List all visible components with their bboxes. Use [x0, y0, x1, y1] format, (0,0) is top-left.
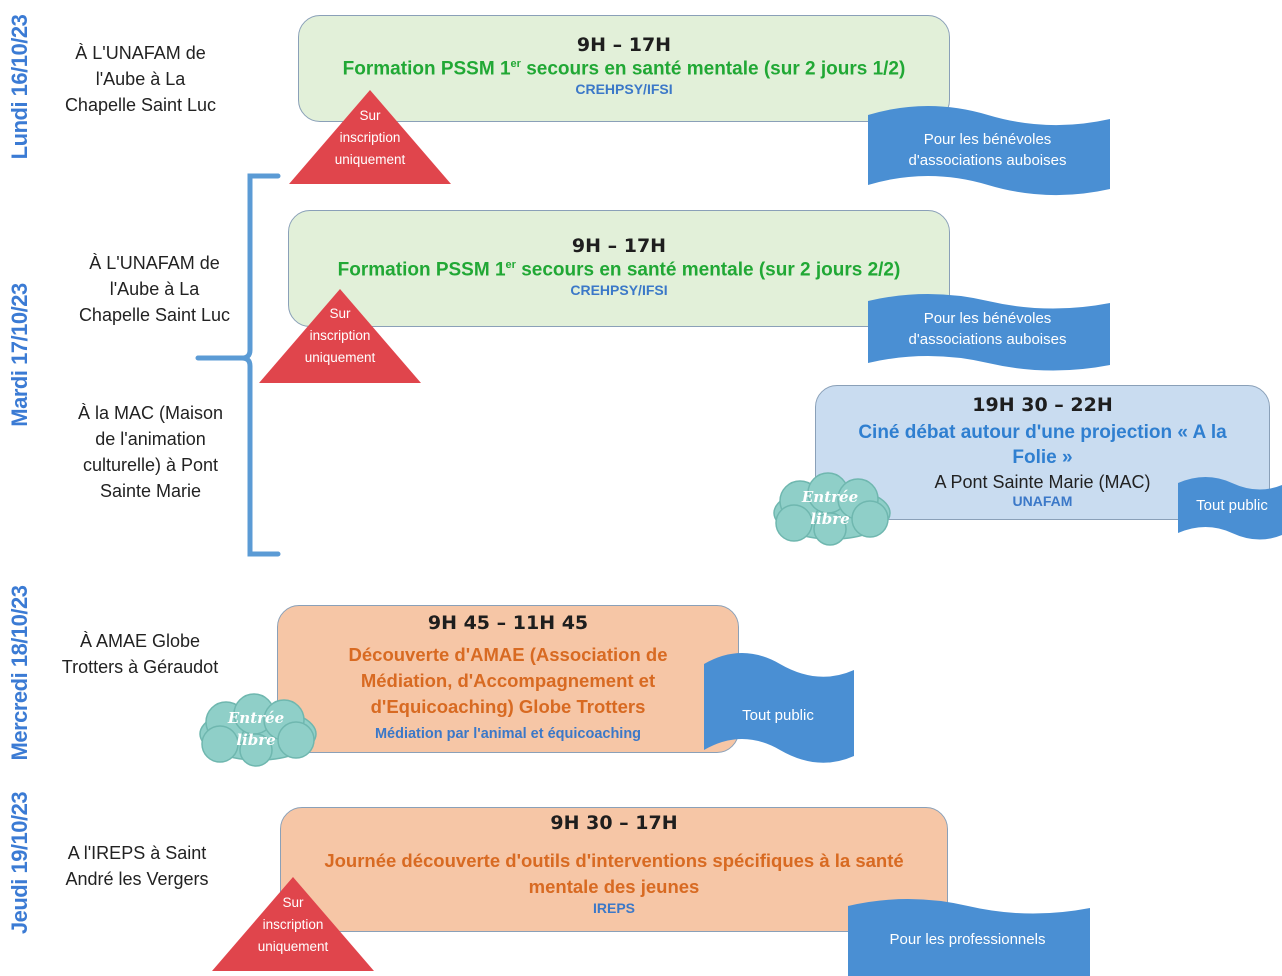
event-card-ireps: 9H 30 – 17H Journée découverte d'outils …	[280, 807, 948, 932]
event-organizer: CREHPSY/IFSI	[575, 81, 673, 98]
audience-volunteers-label: Pour les bénévoles d'associations aubois…	[908, 310, 1067, 348]
event-organizer: UNAFAM	[1012, 493, 1073, 509]
venue-unafam-tuesday: À L'UNAFAM de l'Aube à La Chapelle Saint…	[78, 253, 231, 325]
audience-flag-icon	[848, 899, 1090, 976]
registration-triangle-icon	[212, 877, 374, 971]
registration-badge-label: Sur inscription uniquement	[334, 108, 406, 167]
free-entry-label: Entrée libre	[801, 488, 859, 528]
event-card-pssm-day2: 9H – 17H Formation PSSM 1er secours en s…	[288, 210, 950, 327]
audience-flag-icon	[868, 106, 1110, 196]
venue-mac: À la MAC (Maison de l'animation culturel…	[77, 403, 224, 501]
audience-professionals-label: Pour les professionnels	[889, 931, 1046, 948]
event-subtitle: Médiation par l'animal et équicoaching	[374, 726, 642, 742]
registration-triangle-icon	[289, 90, 451, 184]
event-title: Ciné débat autour d'une projection « A l…	[858, 422, 1227, 468]
event-organizer: CREHPSY/IFSI	[570, 282, 668, 299]
event-time: 9H – 17H	[576, 34, 672, 56]
day-label-tuesday: Mardi 17/10/23	[7, 283, 32, 427]
audience-public-label: Tout public	[742, 707, 814, 724]
event-time: 9H – 17H	[571, 235, 667, 257]
venue-amae: À AMAE Globe Trotters à Géraudot	[61, 631, 219, 677]
registration-triangle-icon	[259, 289, 421, 383]
event-organizer: IREPS	[592, 900, 635, 916]
tuesday-bracket	[195, 173, 281, 557]
registration-badge-label: Sur inscription uniquement	[257, 895, 329, 954]
day-label-thursday: Jeudi 19/10/23	[7, 791, 32, 935]
free-entry-cloud-icon	[199, 693, 317, 767]
venue-ireps: A l'IREPS à Saint André les Vergers	[65, 843, 209, 889]
registration-badge-label: Sur inscription uniquement	[304, 306, 376, 365]
day-label-wednesday: Mercredi 18/10/23	[7, 585, 32, 761]
event-title: Découverte d'AMAE (Association de Médiat…	[348, 644, 668, 717]
audience-flag-icon	[868, 294, 1110, 371]
event-card-amae: 9H 45 – 11H 45 Découverte d'AMAE (Associ…	[277, 605, 739, 753]
event-title: Formation PSSM 1er secours en santé ment…	[342, 58, 906, 80]
event-location: A Pont Sainte Marie (MAC)	[934, 472, 1151, 492]
event-time: 9H 30 – 17H	[550, 812, 678, 834]
audience-flag-icon	[704, 653, 854, 763]
event-card-pssm-day1: 9H – 17H Formation PSSM 1er secours en s…	[298, 15, 950, 122]
event-time: 9H 45 – 11H 45	[427, 612, 589, 634]
event-title: Formation PSSM 1er secours en santé ment…	[337, 259, 901, 281]
audience-flag-icon	[1178, 477, 1282, 540]
venue-unafam-monday: À L'UNAFAM de l'Aube à La Chapelle Saint…	[64, 43, 217, 115]
event-title: Journée découverte d'outils d'interventi…	[324, 850, 904, 897]
audience-volunteers-label: Pour les bénévoles d'associations aubois…	[908, 131, 1067, 169]
free-entry-label: Entrée libre	[227, 709, 285, 749]
free-entry-cloud-icon	[773, 472, 891, 546]
audience-public-label: Tout public	[1196, 497, 1268, 514]
day-label-monday: Lundi 16/10/23	[7, 14, 32, 160]
event-time: 19H 30 – 22H	[972, 394, 1113, 416]
